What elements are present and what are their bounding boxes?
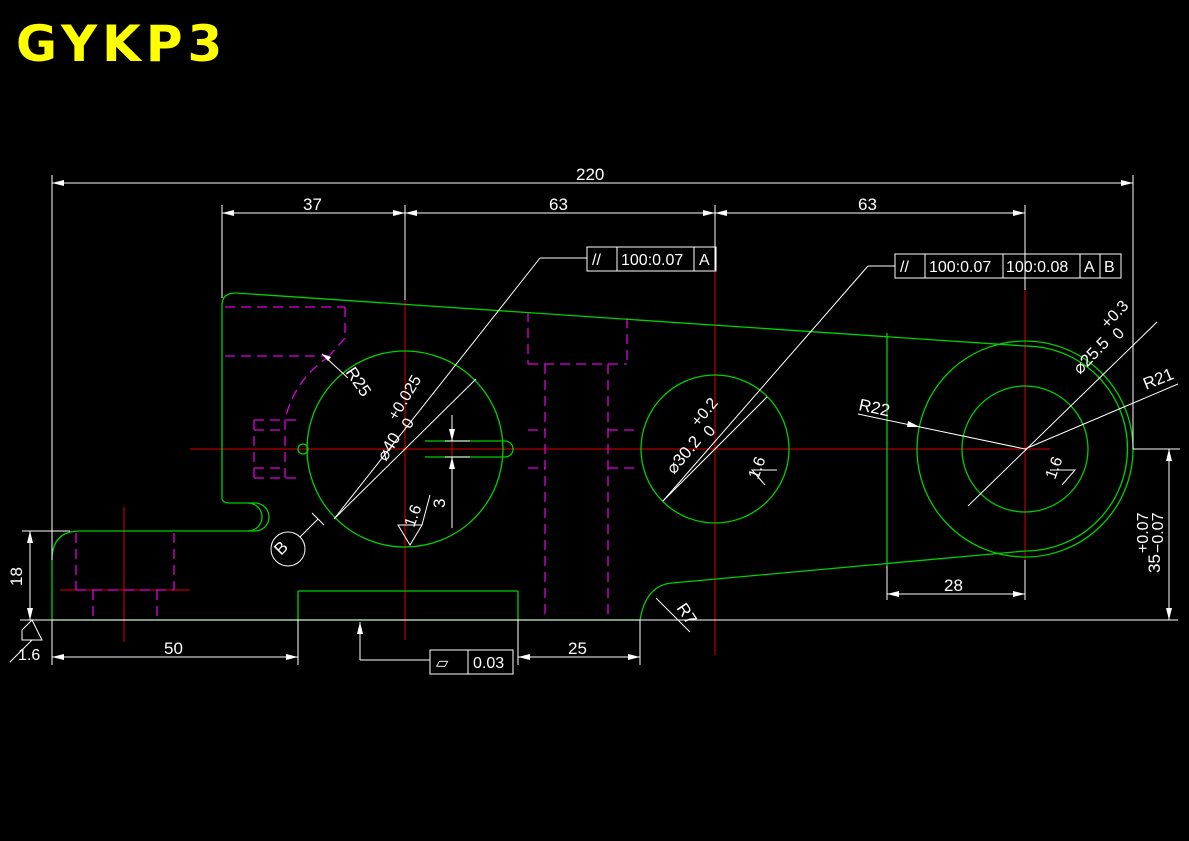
hidden-lines	[75, 306, 640, 620]
hole3-tol-lower: 0	[1110, 325, 1128, 343]
dim-slot-width: 3	[430, 499, 449, 508]
dim-left-length: 50	[164, 639, 183, 658]
hole2-diameter-label: ⌀30.2 +0.2 0	[663, 395, 722, 478]
hole2-tol-lower: 0	[701, 422, 720, 440]
radius-r21: R21	[1140, 364, 1176, 393]
radius-r7: R7	[673, 600, 701, 629]
part-outline	[51, 292, 1134, 621]
dim-right-height-tol-minus: −0.07	[1150, 512, 1167, 553]
roughness-hole2-value: 1.6	[746, 455, 770, 482]
frame1-datum: A	[699, 252, 710, 269]
frame2-symbol: //	[900, 259, 909, 276]
dim-right-height: 35 +0.07 −0.07	[1135, 512, 1167, 573]
flatness-symbol: ▱	[436, 655, 449, 672]
roughness-hole1-value: 1.6	[402, 503, 426, 530]
center-lines	[60, 270, 1050, 655]
roughness-base-value: 1.6	[18, 647, 40, 664]
frame2-datum2: B	[1104, 259, 1115, 276]
flatness-tolerance: 0.03	[473, 655, 504, 672]
drawing-title: GYKP3	[16, 15, 227, 73]
dimension-lines	[20, 175, 1180, 665]
dim-step-height: 18	[7, 567, 26, 586]
dim-pad-offset: 25	[568, 639, 587, 658]
dim-hole2-to-hole3: 63	[858, 195, 877, 214]
dim-right-height-tol-plus: +0.07	[1135, 512, 1152, 553]
dim-overall-length: 220	[576, 165, 604, 184]
roughness-symbols	[9, 469, 1077, 663]
frame2-tolerance1: 100:0.07	[929, 259, 991, 276]
frame2-datum1: A	[1084, 259, 1095, 276]
feature-control-frame-2: // 100:0.07 100:0.08 A B	[894, 253, 1122, 279]
hole1-tol-lower: 0	[399, 415, 418, 431]
hole1-dia: ⌀40	[373, 429, 404, 464]
dim-right-height-main: 35	[1145, 554, 1164, 573]
frame1-tolerance: 100:0.07	[621, 252, 683, 269]
dim-hole1-to-hole2: 63	[549, 195, 568, 214]
hole2-dia: ⌀30.2	[663, 432, 705, 477]
hole3-diameter-label: ⌀25.5 +0.3 0	[1069, 297, 1132, 377]
dim-right-offset: 28	[944, 576, 963, 595]
dim-left-to-hole1: 37	[303, 195, 322, 214]
roughness-hole3-value: 1.6	[1043, 455, 1067, 482]
frame2-tolerance2: 100:0.08	[1006, 259, 1068, 276]
frame1-symbol: //	[592, 252, 601, 269]
feature-control-frame-1: // 100:0.07 A	[586, 246, 717, 272]
radius-r25: R25	[342, 364, 375, 400]
flatness-control-frame: ▱ 0.03	[429, 649, 514, 675]
